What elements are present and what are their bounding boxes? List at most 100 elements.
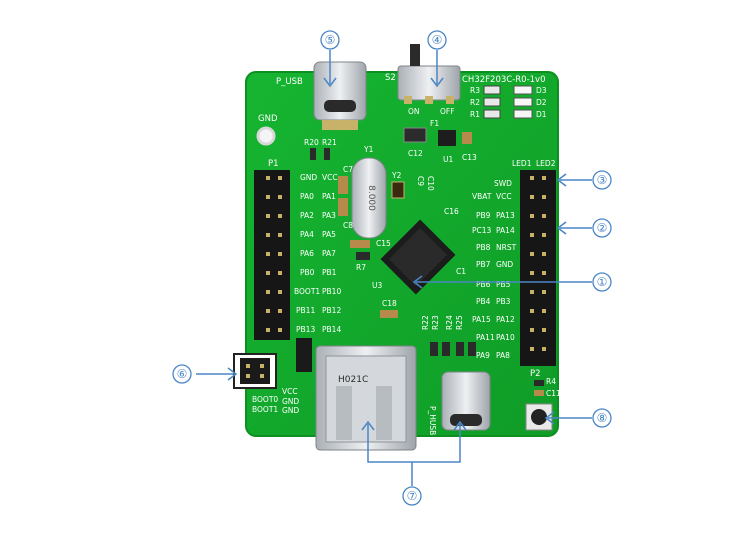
misc-label-led1: LED1 — [512, 159, 532, 168]
led-label-1: D3 — [536, 86, 547, 95]
callout-2: ② — [592, 218, 612, 238]
cap — [350, 240, 370, 248]
callout-4: ④ — [427, 30, 447, 50]
res-label-r21: R21 — [322, 138, 337, 147]
svg-text:PB8: PB8 — [476, 243, 491, 252]
resistor — [456, 342, 464, 356]
svg-text:PB14: PB14 — [322, 325, 341, 334]
boot-right-label-0: VCC — [282, 387, 298, 396]
svg-text:⑤: ⑤ — [325, 33, 336, 47]
svg-text:PC13: PC13 — [472, 226, 492, 235]
svg-text:PA0: PA0 — [300, 192, 314, 201]
fuse — [403, 127, 427, 143]
mounting-hole — [256, 126, 276, 146]
svg-text:PA6: PA6 — [300, 249, 314, 258]
board-title: CH32F203C-R0-1v0 — [462, 75, 546, 85]
led-group — [483, 85, 533, 119]
cap-label-c13: C13 — [462, 153, 477, 162]
husb-label: P_HUSB — [428, 406, 437, 435]
svg-text:PA10: PA10 — [496, 333, 515, 342]
resistor — [324, 148, 330, 160]
mcu-label: U3 — [372, 281, 382, 290]
cap-label-c9: C9 — [416, 176, 425, 186]
svg-text:②: ② — [597, 221, 608, 235]
cap — [338, 176, 348, 194]
cap-label-c1: C1 — [456, 267, 466, 276]
resistor — [442, 342, 450, 356]
svg-text:PB11: PB11 — [296, 306, 315, 315]
cap-label-c12: C12 — [408, 149, 423, 158]
resistor — [356, 252, 370, 260]
callout-1: ① — [592, 272, 612, 292]
res-label-3: R1 — [470, 110, 480, 119]
right-pin-labels-a: SWD VBAT PB9 PC13 PB8 PB7 PB6 PB4 PA15 P… — [472, 179, 512, 360]
svg-text:VCC: VCC — [496, 192, 512, 201]
res-label-r20: R20 — [304, 138, 319, 147]
svg-text:PB3: PB3 — [496, 297, 511, 306]
svg-text:BOOT1: BOOT1 — [294, 287, 320, 296]
svg-text:PA8: PA8 — [496, 351, 510, 360]
cap — [338, 198, 348, 216]
svg-text:④: ④ — [432, 33, 443, 47]
svg-text:PA2: PA2 — [300, 211, 314, 220]
left-pin-labels-b: VCC PA1 PA3 PA5 PA7 PB1 PB10 PB12 PB14 — [322, 173, 341, 334]
reset-button[interactable] — [525, 403, 553, 431]
crystal-2 — [391, 181, 405, 199]
misc-label-r22: R22 — [421, 315, 430, 330]
boot-label-1: BOOT1 — [252, 405, 278, 414]
svg-text:PA15: PA15 — [472, 315, 491, 324]
misc-label-r23: R23 — [431, 315, 440, 330]
svg-text:PB0: PB0 — [300, 268, 315, 277]
callout-6: ⑥ — [172, 364, 192, 384]
power-switch — [397, 44, 461, 104]
crystal-label: Y1 — [363, 145, 374, 154]
cap — [534, 390, 544, 396]
res-label-1: R3 — [470, 86, 480, 95]
svg-text:⑧: ⑧ — [597, 411, 608, 425]
callout-lines — [196, 50, 592, 486]
resistor — [310, 148, 316, 160]
misc-label-r4: R4 — [546, 377, 556, 386]
svg-text:SWD: SWD — [494, 179, 512, 188]
right-header — [520, 190, 556, 366]
callout-7: ⑦ — [402, 486, 422, 506]
cap-label-c18: C18 — [382, 299, 397, 308]
svg-text:GND: GND — [300, 173, 317, 182]
callout-5: ⑤ — [320, 30, 340, 50]
svg-text:GND: GND — [496, 260, 513, 269]
fuse-label: F1 — [430, 119, 439, 128]
usb-a-label: H021C — [338, 375, 368, 385]
misc-label-r25: R25 — [455, 315, 464, 330]
resistor — [430, 342, 438, 356]
svg-text:PA14: PA14 — [496, 226, 515, 235]
svg-text:⑦: ⑦ — [407, 489, 418, 503]
misc-label-r7: R7 — [356, 263, 366, 272]
cap-label-c10: C10 — [426, 176, 435, 191]
reg-label: U1 — [443, 155, 453, 164]
cap-label-c11: C11 — [546, 389, 561, 398]
right-pin-labels-b: VCC PA13 PA14 NRST GND PB5 PB3 PA12 PA10… — [496, 192, 517, 360]
svg-text:PB1: PB1 — [322, 268, 337, 277]
svg-text:PA4: PA4 — [300, 230, 314, 239]
right-header-pins — [530, 176, 546, 351]
led-label-3: D1 — [536, 110, 547, 119]
svg-text:PB4: PB4 — [476, 297, 491, 306]
boot-right-label-2: GND — [282, 406, 299, 415]
mcu — [380, 219, 456, 295]
cap-label-c15: C15 — [376, 239, 391, 248]
switch-on-label: ON — [408, 107, 420, 116]
regulator — [438, 130, 456, 146]
svg-text:PB9: PB9 — [476, 211, 491, 220]
svg-text:PB10: PB10 — [322, 287, 341, 296]
res-label-2: R2 — [470, 98, 480, 107]
crystal-text: 8.000 — [366, 185, 376, 211]
cap-label-c8: C8 — [343, 221, 353, 230]
svg-text:VBAT: VBAT — [472, 192, 492, 201]
resistor — [468, 342, 476, 356]
usb-c-host — [441, 371, 491, 431]
small-header — [296, 338, 312, 372]
header-right-label: P2 — [530, 369, 541, 379]
svg-text:PA7: PA7 — [322, 249, 336, 258]
svg-text:PA11: PA11 — [476, 333, 495, 342]
